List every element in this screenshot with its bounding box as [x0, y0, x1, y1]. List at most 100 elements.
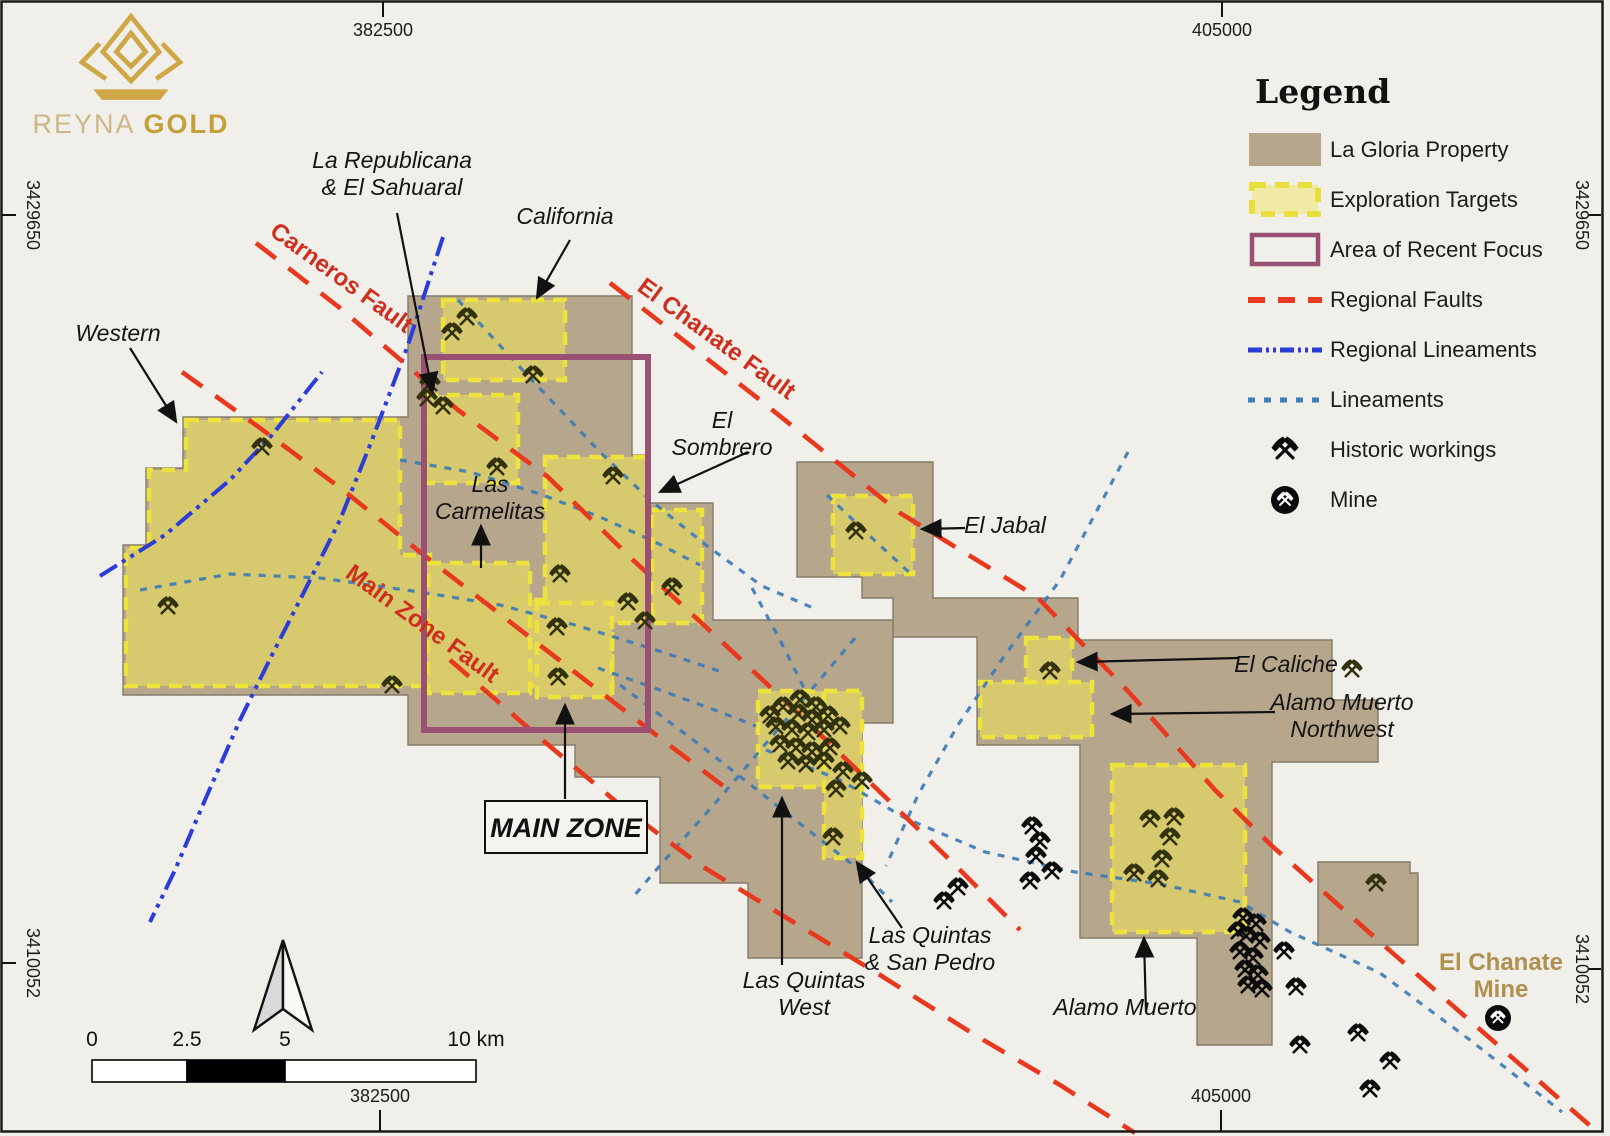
focus-swatch-icon — [1240, 232, 1330, 267]
logo-text-gold: GOLD — [143, 109, 230, 139]
legend-label-historic-workings: Historic workings — [1330, 436, 1497, 462]
scale-bar-segment — [186, 1059, 286, 1083]
logo-wordmark: REYNA GOLD — [26, 109, 236, 140]
fault-line-carneros-fault — [254, 241, 1022, 932]
grid-label-easting: 382500 — [353, 20, 413, 40]
annotation-arrow — [657, 450, 749, 493]
grid-label-easting: 405000 — [1192, 20, 1252, 40]
area-of-recent-focus — [421, 354, 651, 733]
north-arrow-left — [251, 939, 285, 1034]
place-label: Western — [75, 320, 160, 346]
main-zone-label: MAIN ZONE — [490, 813, 642, 843]
legend-label-targets: Exploration Targets — [1330, 186, 1518, 212]
lineament-1 — [139, 572, 723, 674]
lineament-7 — [765, 748, 1563, 1114]
workings-layer — [156, 306, 1511, 1102]
legend-title: Legend — [1255, 72, 1391, 111]
place-label: California — [516, 203, 613, 229]
historic-workings-icon — [1284, 976, 1308, 1000]
legend: Legend La Gloria Property Exploration Ta… — [1240, 72, 1590, 516]
crown-icon — [78, 12, 184, 100]
scale-bar-segment — [284, 1059, 477, 1083]
legend-item-targets: Exploration Targets — [1240, 182, 1590, 217]
grid-label-northing: 3410052 — [1572, 934, 1592, 1004]
target-alamo-muerto — [1109, 762, 1248, 935]
legend-item-mine: Mine — [1240, 483, 1590, 516]
mine-icon — [1240, 484, 1330, 516]
fault-label: Carneros Fault — [265, 217, 418, 338]
property-swatch-icon — [1240, 133, 1330, 166]
scale-bar-label: 5 — [279, 1028, 291, 1051]
regional-fault-line-icon — [1240, 294, 1330, 306]
target-las-carmelitas — [425, 560, 533, 696]
place-label: Las Quintas& San Pedro — [865, 922, 996, 975]
logo-text-reyna: REYNA — [32, 109, 135, 139]
legend-label-property: La Gloria Property — [1330, 136, 1509, 162]
legend-item-focus: Area of Recent Focus — [1240, 232, 1590, 267]
historic-workings-icon — [1378, 1050, 1402, 1074]
lineament-4 — [825, 493, 914, 577]
regional-lineament-1 — [148, 236, 445, 923]
grid-label-northing: 3429650 — [23, 180, 43, 250]
mine-icon — [1485, 1005, 1511, 1031]
annotation-arrow — [129, 347, 178, 424]
regional-lineament-2 — [98, 370, 324, 578]
main-zone-callout-box — [484, 800, 648, 854]
target-el-sombrero — [649, 507, 705, 626]
annotation-arrow-layer — [129, 212, 1276, 1013]
target-el-jabal — [830, 493, 916, 577]
grid-label-northing: 3410052 — [23, 928, 43, 998]
annotation-arrow — [855, 860, 903, 929]
place-label: Alamo Muerto — [1051, 994, 1196, 1020]
annotation-arrow — [535, 239, 571, 300]
target-alamo-muerto-nw — [977, 679, 1095, 740]
targets-swatch-icon — [1240, 182, 1330, 217]
historic-workings-icon — [1346, 1022, 1370, 1046]
historic-workings-icon — [1240, 435, 1330, 465]
historic-workings-icon — [1018, 870, 1042, 894]
legend-label-focus: Area of Recent Focus — [1330, 236, 1543, 262]
reyna-gold-logo: REYNA GOLD — [26, 8, 236, 140]
legend-label-regional-lineaments: Regional Lineaments — [1330, 336, 1537, 362]
annotation-arrow — [1075, 651, 1239, 672]
exploration-target-layer — [123, 297, 1248, 935]
grid-label-easting: 405000 — [1191, 1086, 1251, 1106]
legend-label-lineaments: Lineaments — [1330, 386, 1444, 412]
scale-bar-segment — [91, 1059, 188, 1083]
place-label: La Republicana& El Sahuaral — [312, 147, 472, 200]
historic-workings-icon — [1272, 940, 1296, 964]
legend-item-regional-lineaments: Regional Lineaments — [1240, 333, 1590, 366]
legend-item-property: La Gloria Property — [1240, 133, 1590, 166]
regional-lineament-layer — [98, 236, 445, 923]
focus-area-layer — [421, 354, 651, 733]
historic-workings-icon — [1340, 658, 1364, 682]
place-label: El Jabal — [964, 512, 1047, 538]
lineament-9 — [631, 636, 857, 899]
scale-bar-label: 2.5 — [172, 1028, 201, 1051]
annotation-arrow — [919, 518, 966, 539]
annotation-arrow — [1109, 703, 1276, 724]
fault-line-southwest-fault — [448, 658, 1137, 1135]
regional-lineament-line-icon — [1240, 345, 1330, 355]
annotation-arrow — [1134, 935, 1155, 1013]
fault-label: El Chanate Fault — [632, 273, 800, 405]
legend-label-mine: Mine — [1330, 486, 1378, 512]
grid-label-northing: 3429650 — [1572, 180, 1592, 250]
annotation-arrow — [395, 212, 439, 395]
scale-bar-label: 10 km — [447, 1028, 504, 1051]
legend-item-lineaments: Lineaments — [1240, 383, 1590, 416]
lineament-5 — [884, 451, 1130, 867]
north-arrow-right — [281, 939, 315, 1034]
target-el-caliche — [1023, 635, 1075, 687]
legend-label-regional-faults: Regional Faults — [1330, 286, 1483, 312]
grid-label-easting: 382500 — [350, 1086, 410, 1106]
